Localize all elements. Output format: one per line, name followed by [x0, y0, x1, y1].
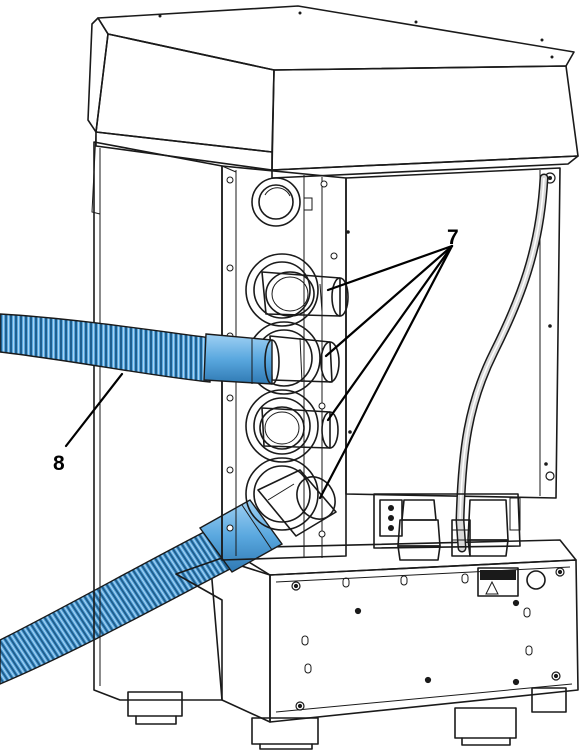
callout-7-label: 7: [447, 226, 459, 249]
port-4: [245, 457, 337, 537]
cable-glands: [373, 493, 521, 561]
base-box: [209, 539, 579, 723]
right-housing: [345, 167, 561, 499]
callout-8-label: 8: [53, 452, 65, 475]
feet: [127, 687, 567, 750]
leader-lines: [64, 244, 454, 500]
port-1: [245, 253, 349, 327]
top-hood: [87, 5, 579, 215]
cable: [455, 173, 549, 553]
port-3: [245, 389, 339, 463]
port-fittings: [245, 253, 349, 538]
lower-hose: [0, 499, 284, 685]
upper-hose: [0, 313, 280, 385]
